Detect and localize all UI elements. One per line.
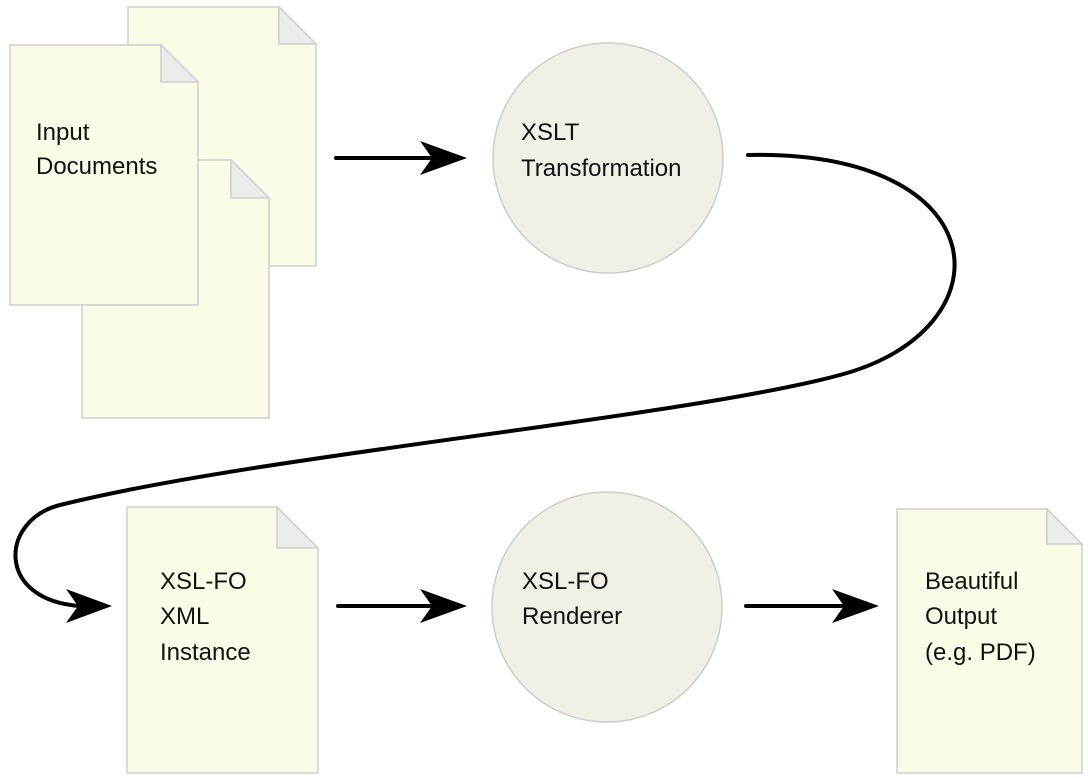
xslt-transformation-line-1: XSLT bbox=[521, 119, 580, 146]
arrow-instance-to-renderer bbox=[336, 589, 467, 623]
input-documents-label: Input Documents bbox=[36, 119, 157, 180]
xslfo-renderer-line-1: XSL-FO bbox=[522, 568, 609, 595]
arrow-xslt-to-instance bbox=[13, 152, 957, 623]
xslfo-renderer-label: XSL-FO Renderer bbox=[522, 568, 622, 630]
xslfo-instance-line-2: XML bbox=[160, 603, 209, 630]
beautiful-output-line-1: Beautiful bbox=[925, 568, 1018, 595]
xslt-transformation-node: XSLT Transformation bbox=[492, 42, 724, 274]
xslt-transformation-line-2: Transformation bbox=[521, 155, 682, 182]
arrow-renderer-to-output bbox=[744, 589, 879, 623]
xslfo-instance-line-3: Instance bbox=[160, 639, 251, 666]
input-documents-stack: Input Documents bbox=[9, 5, 318, 419]
xslt-transformation-label: XSLT Transformation bbox=[521, 119, 682, 182]
input-documents-line-2: Documents bbox=[36, 153, 157, 180]
beautiful-output-document: Beautiful Output (e.g. PDF) bbox=[896, 507, 1084, 774]
input-documents-line-1: Input bbox=[36, 119, 90, 146]
document-page-front bbox=[9, 43, 200, 306]
xslfo-renderer-node: XSL-FO Renderer bbox=[491, 491, 723, 723]
xslfo-instance-label: XSL-FO XML Instance bbox=[160, 568, 253, 666]
xslfo-instance-document: XSL-FO XML Instance bbox=[126, 505, 320, 774]
xslfo-renderer-line-2: Renderer bbox=[522, 603, 622, 630]
arrow-input-to-xslt bbox=[334, 141, 467, 175]
beautiful-output-line-3: (e.g. PDF) bbox=[925, 639, 1036, 666]
beautiful-output-label: Beautiful Output (e.g. PDF) bbox=[925, 568, 1036, 666]
beautiful-output-line-2: Output bbox=[925, 603, 997, 630]
xslfo-instance-line-1: XSL-FO bbox=[160, 568, 247, 595]
